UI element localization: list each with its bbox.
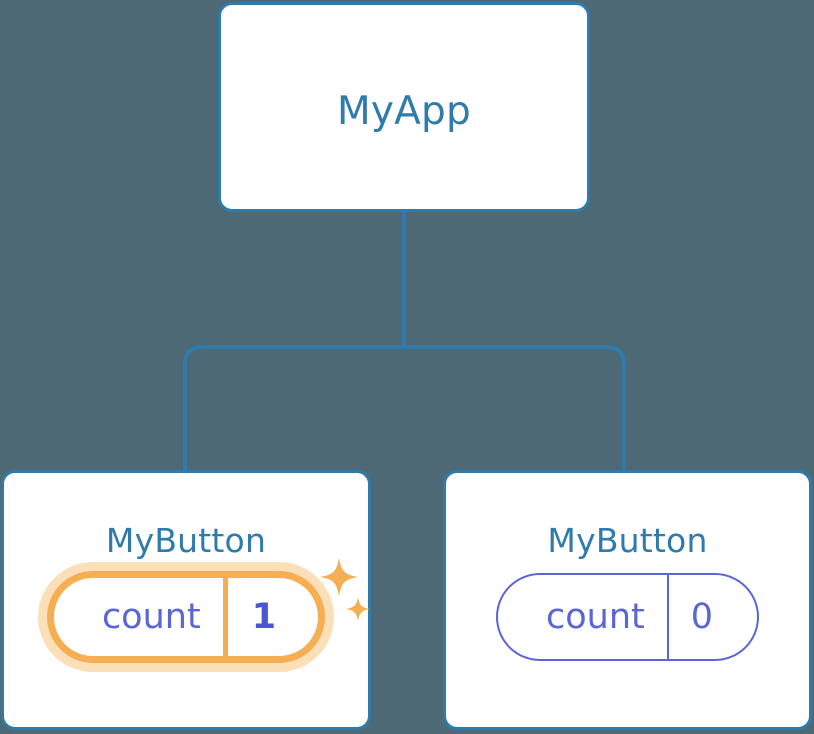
state-key-left: count (101, 596, 201, 637)
node-myapp-title: MyApp (337, 89, 471, 134)
edge-to-child-left (183, 345, 406, 474)
node-mybutton-right[interactable]: MyButton count 0 (443, 470, 812, 730)
state-value-right: 0 (666, 575, 757, 659)
state-key-right: count (545, 596, 645, 637)
node-mybutton-left-title: MyButton (105, 521, 267, 560)
state-value-left: 1 (222, 578, 318, 656)
edge-to-child-right (402, 345, 626, 474)
state-pill-wrap-left: count 1 (4, 571, 368, 663)
node-mybutton-left[interactable]: MyButton count 1 (1, 470, 371, 730)
state-pill-right[interactable]: count 0 (495, 573, 760, 661)
state-pill-left[interactable]: count 1 (46, 571, 326, 663)
node-mybutton-right-title: MyButton (547, 521, 708, 560)
state-pill-wrap-right: count 0 (446, 573, 809, 661)
node-myapp[interactable]: MyApp (218, 2, 590, 212)
